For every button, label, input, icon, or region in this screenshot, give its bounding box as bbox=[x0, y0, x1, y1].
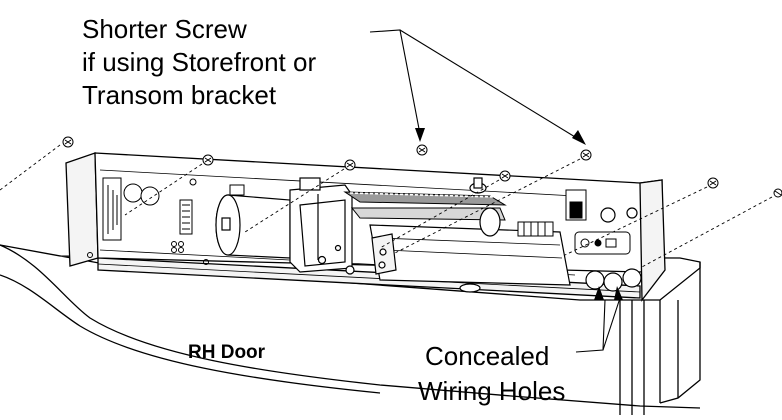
door-label: RH Door bbox=[188, 342, 266, 363]
screw-icon bbox=[202, 154, 214, 166]
arrowheads bbox=[415, 128, 623, 300]
screw-icon bbox=[416, 144, 428, 156]
wiring-note-line1: Concealed bbox=[425, 341, 549, 371]
spindle-assembly bbox=[369, 177, 571, 293]
motor bbox=[215, 194, 291, 259]
screw-note-line1: Shorter Screw bbox=[82, 14, 247, 44]
wiring-note-line2: Wiring Holes bbox=[418, 376, 565, 406]
left-end-cap bbox=[65, 152, 99, 267]
screw-note: Shorter Screw if using Storefront or Tra… bbox=[82, 14, 316, 110]
control-board bbox=[87, 177, 245, 265]
wiring-holes bbox=[585, 207, 642, 292]
wiring-note: Concealed Wiring Holes bbox=[418, 341, 565, 406]
alignment-lines bbox=[0, 144, 773, 269]
right-end-cap bbox=[639, 179, 666, 302]
screw-note-line2: if using Storefront or bbox=[82, 47, 316, 77]
screw-icon bbox=[773, 188, 782, 198]
screw-icon bbox=[62, 136, 74, 148]
screw-icon bbox=[344, 159, 356, 171]
leader-lines bbox=[369, 29, 621, 353]
screw-note-line3: Transom bracket bbox=[82, 80, 277, 110]
screw-icon bbox=[499, 170, 511, 182]
terminal-block bbox=[517, 189, 631, 255]
screws bbox=[62, 136, 782, 198]
screw-icon bbox=[580, 149, 592, 161]
gearbox bbox=[289, 177, 355, 275]
screw-icon bbox=[707, 177, 719, 189]
